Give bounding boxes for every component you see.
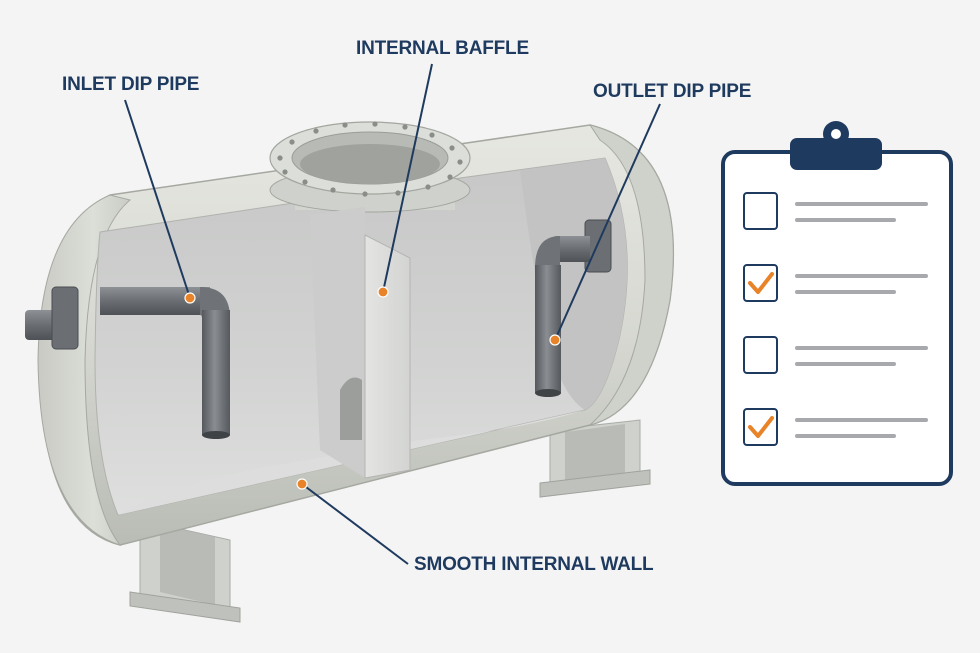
leader-smooth-internal-wall: [302, 484, 408, 564]
checkbox-icon: [744, 337, 777, 373]
dot-internal-baffle: [378, 287, 388, 297]
label-inlet-dip-pipe: INLET DIP PIPE: [62, 74, 199, 95]
manway-flange: [270, 121, 470, 212]
dot-outlet-dip-pipe: [550, 335, 560, 345]
label-internal-baffle: INTERNAL BAFFLE: [356, 38, 529, 59]
label-smooth-internal-wall: SMOOTH INTERNAL WALL: [414, 554, 654, 575]
label-outlet-dip-pipe: OUTLET DIP PIPE: [593, 81, 751, 102]
checklist-clipboard-icon: [723, 121, 951, 484]
dot-smooth-internal-wall: [297, 479, 307, 489]
dot-inlet-dip-pipe: [185, 293, 195, 303]
checkbox-icon: [744, 193, 777, 229]
